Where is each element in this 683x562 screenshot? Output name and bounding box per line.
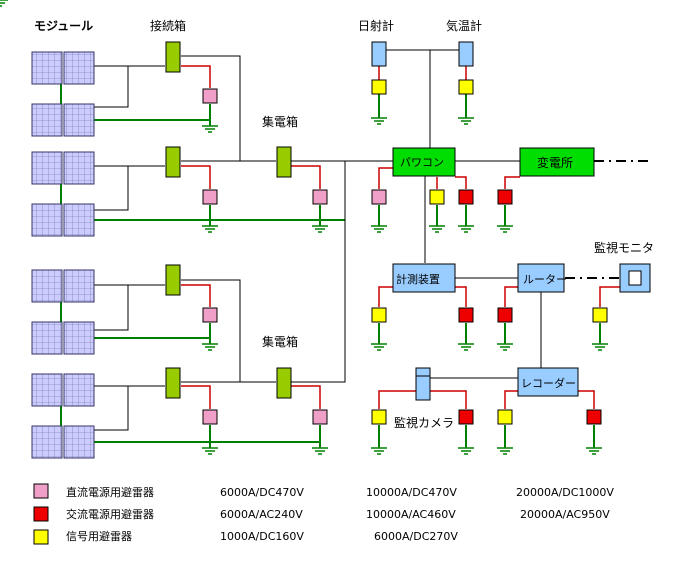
signal-arrester xyxy=(429,189,445,205)
legend-ac-spec-3: 20000A/AC950V xyxy=(520,508,610,521)
signal-arrester xyxy=(458,79,474,95)
legend-ac-swatch xyxy=(33,506,49,522)
ac-arrester xyxy=(497,189,513,205)
signal-arrester xyxy=(592,307,608,323)
ac-arrester xyxy=(458,189,474,205)
ac-arrester xyxy=(458,307,474,323)
signal-arrester xyxy=(371,307,387,323)
legend-signal-swatch xyxy=(33,529,49,545)
pcs-label: パワコン xyxy=(400,156,444,169)
devices xyxy=(392,147,651,401)
dc-arrester xyxy=(202,88,218,104)
legend-dc-swatch xyxy=(33,483,49,499)
pyranometer-label: 日射計 xyxy=(358,18,394,33)
sensors xyxy=(371,41,474,67)
junction-box-3 xyxy=(165,264,181,296)
collector-box-label-2: 集電箱 xyxy=(262,334,298,349)
legend-row-ac: 交流電源用避雷器 6000A/AC240V 10000A/AC460V 2000… xyxy=(33,506,610,522)
legend-ac-spec-1: 6000A/AC240V xyxy=(220,508,303,521)
solar-modules xyxy=(31,51,95,459)
legend-ac-spec-2: 10000A/AC460V xyxy=(366,508,456,521)
thermometer-label: 気温計 xyxy=(446,18,482,33)
monitor-screen xyxy=(628,270,642,286)
router-box xyxy=(517,263,565,293)
dc-arrester xyxy=(202,409,218,425)
legend-dc-label: 直流電源用避雷器 xyxy=(66,485,154,499)
legend-dc-spec-2: 10000A/DC470V xyxy=(366,486,457,499)
camera-box xyxy=(415,367,431,401)
junction-boxes xyxy=(165,41,292,399)
ac-arrester xyxy=(497,307,513,323)
router-label: ルーター xyxy=(523,273,567,286)
dc-arrester xyxy=(202,307,218,323)
module-row-3 xyxy=(31,269,95,355)
legend-signal-spec-2: 6000A/DC270V xyxy=(374,530,458,543)
dc-arrester xyxy=(202,189,218,205)
module-row-1 xyxy=(31,51,95,137)
measurement-box xyxy=(392,263,456,293)
ac-arrester xyxy=(586,409,602,425)
dc-arrester xyxy=(312,409,328,425)
thermometer-box xyxy=(458,41,474,67)
junction-box-1 xyxy=(165,41,181,73)
ac-arrester xyxy=(458,409,474,425)
main-wiring xyxy=(94,49,542,431)
dc-arrester xyxy=(312,189,328,205)
arresters xyxy=(202,79,608,425)
signal-arrester xyxy=(371,79,387,95)
junction-box-4 xyxy=(165,367,181,399)
dc-arrester xyxy=(371,189,387,205)
signal-arrester xyxy=(497,409,513,425)
legend-signal-spec-1: 1000A/DC160V xyxy=(220,530,304,543)
module-row-2 xyxy=(31,151,95,237)
legend-row-dc: 直流電源用避雷器 6000A/DC470V 10000A/DC470V 2000… xyxy=(33,483,614,499)
legend-signal-label: 信号用避雷器 xyxy=(66,529,132,543)
junction-box-label: 接続箱 xyxy=(150,18,186,33)
pyranometer-box xyxy=(371,41,387,67)
legend: 直流電源用避雷器 6000A/DC470V 10000A/DC470V 2000… xyxy=(33,483,614,545)
recorder-box xyxy=(517,367,579,397)
legend-dc-spec-3: 20000A/DC1000V xyxy=(516,486,614,499)
remote-links xyxy=(565,160,648,279)
signal-arrester xyxy=(371,409,387,425)
collector-box-2 xyxy=(276,367,292,399)
legend-ac-label: 交流電源用避雷器 xyxy=(66,507,154,521)
substation-box xyxy=(519,147,595,177)
collector-box-label-1: 集電箱 xyxy=(262,114,298,129)
monitor-label: 監視モニタ xyxy=(594,240,654,255)
ground-symbols xyxy=(0,0,609,455)
legend-dc-spec-1: 6000A/DC470V xyxy=(220,486,304,499)
module-row-4 xyxy=(31,373,95,459)
camera-label: 監視カメラ xyxy=(394,415,454,430)
ground-wiring xyxy=(60,84,601,448)
measurement-label: 計測装置 xyxy=(396,272,440,286)
module-label: モジュール xyxy=(34,19,93,33)
labels: モジュール 接続箱 集電箱 集電箱 日射計 気温計 パワコン 変電所 計測装置 … xyxy=(34,18,654,430)
substation-label: 変電所 xyxy=(537,155,573,170)
pcs-box xyxy=(392,147,456,177)
recorder-label: レコーダー xyxy=(521,376,576,390)
junction-box-2 xyxy=(165,146,181,178)
arrester-wiring xyxy=(181,65,620,409)
collector-box-1 xyxy=(276,146,292,178)
legend-row-signal: 信号用避雷器 1000A/DC160V 6000A/DC270V xyxy=(33,529,458,545)
